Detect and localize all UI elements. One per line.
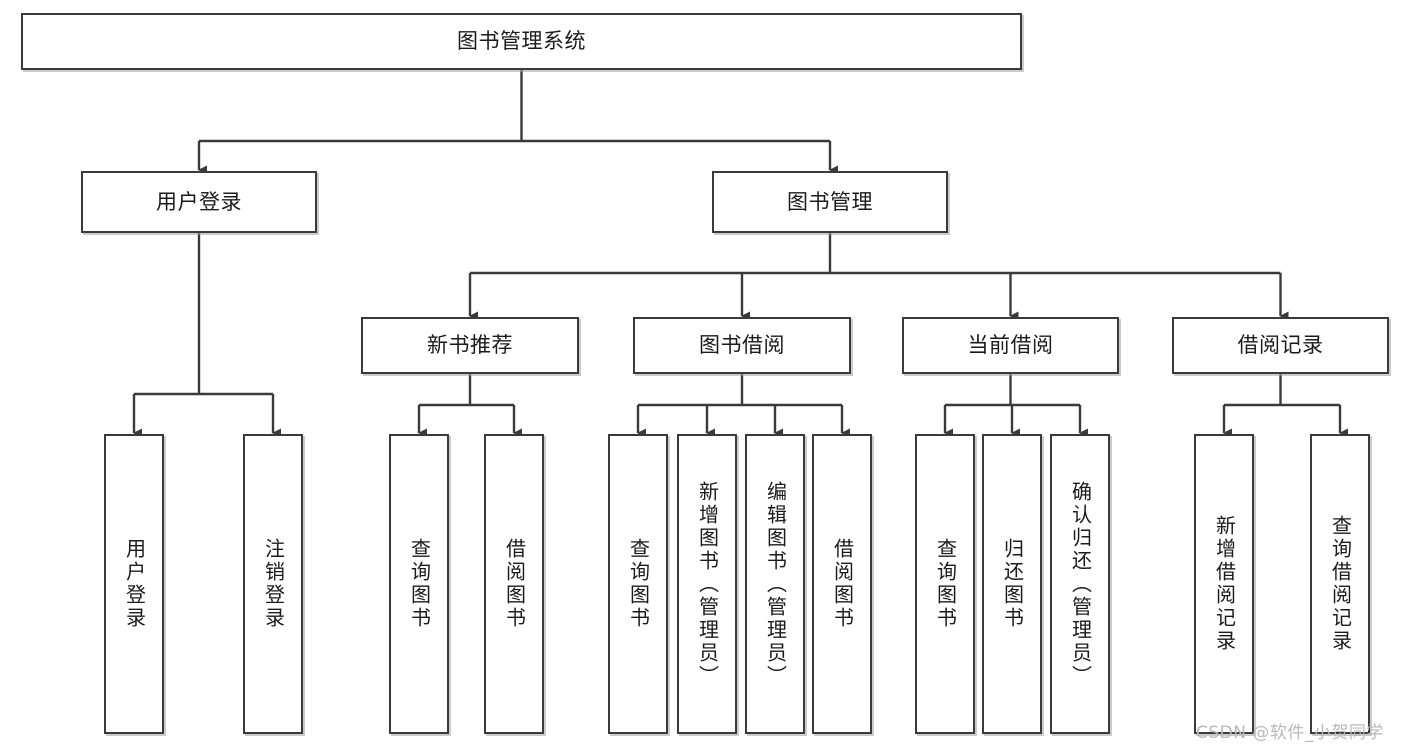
edge-paths bbox=[132, 70, 1348, 438]
node-new-book-rec[interactable]: 新书推荐 bbox=[361, 317, 579, 374]
node-label: 新增借阅记录 bbox=[1212, 515, 1237, 653]
node-borrow-record[interactable]: 借阅记录 bbox=[1172, 317, 1389, 374]
node-label: 用户登录 bbox=[122, 538, 147, 630]
node-label: 图书管理系统 bbox=[457, 29, 586, 54]
node-leaf-cb-query[interactable]: 查询图书 bbox=[915, 434, 975, 734]
node-label: 查询图书 bbox=[933, 538, 958, 630]
node-label: 借阅图书 bbox=[502, 538, 527, 630]
node-label: 用户登录 bbox=[156, 189, 242, 214]
node-leaf-cb-return[interactable]: 归还图书 bbox=[982, 434, 1042, 734]
node-user-login[interactable]: 用户登录 bbox=[81, 171, 317, 233]
node-label: 归还图书 bbox=[1000, 538, 1025, 630]
node-root[interactable]: 图书管理系统 bbox=[21, 13, 1022, 70]
node-leaf-bb-edit[interactable]: 编辑图书（管理员） bbox=[745, 434, 805, 734]
node-leaf-bb-query[interactable]: 查询图书 bbox=[608, 434, 668, 734]
node-label: 查询借阅记录 bbox=[1328, 515, 1353, 653]
node-leaf-rec-borrow[interactable]: 借阅图书 bbox=[484, 434, 544, 734]
watermark-label: CSDN @软件_小贺同学 bbox=[1196, 723, 1384, 743]
node-current-borrow[interactable]: 当前借阅 bbox=[902, 317, 1119, 374]
node-label: 注销登录 bbox=[261, 538, 286, 630]
node-leaf-cb-confirm[interactable]: 确认归还（管理员） bbox=[1050, 434, 1110, 734]
node-label: 借阅图书 bbox=[830, 538, 855, 630]
node-label: 查询图书 bbox=[626, 538, 651, 630]
node-leaf-user-logout[interactable]: 注销登录 bbox=[243, 434, 303, 734]
node-leaf-bb-add[interactable]: 新增图书（管理员） bbox=[677, 434, 737, 734]
node-label: 图书管理 bbox=[787, 189, 873, 214]
node-label: 查询图书 bbox=[407, 538, 432, 630]
node-leaf-user-login[interactable]: 用户登录 bbox=[104, 434, 164, 734]
node-label: 借阅记录 bbox=[1237, 333, 1324, 358]
node-leaf-rec-query[interactable]: 查询图书 bbox=[389, 434, 449, 734]
node-leaf-bb-borrow[interactable]: 借阅图书 bbox=[812, 434, 872, 734]
node-label: 新书推荐 bbox=[427, 333, 513, 358]
node-label: 新增图书（管理员） bbox=[695, 480, 720, 688]
node-label: 编辑图书（管理员） bbox=[763, 480, 788, 688]
node-label: 确认归还（管理员） bbox=[1068, 480, 1093, 688]
node-book-borrow[interactable]: 图书借阅 bbox=[633, 317, 851, 374]
node-leaf-br-query[interactable]: 查询借阅记录 bbox=[1310, 434, 1370, 734]
node-leaf-br-add[interactable]: 新增借阅记录 bbox=[1194, 434, 1254, 734]
node-label: 图书借阅 bbox=[699, 333, 785, 358]
node-book-manage[interactable]: 图书管理 bbox=[712, 171, 948, 233]
node-label: 当前借阅 bbox=[967, 333, 1054, 358]
